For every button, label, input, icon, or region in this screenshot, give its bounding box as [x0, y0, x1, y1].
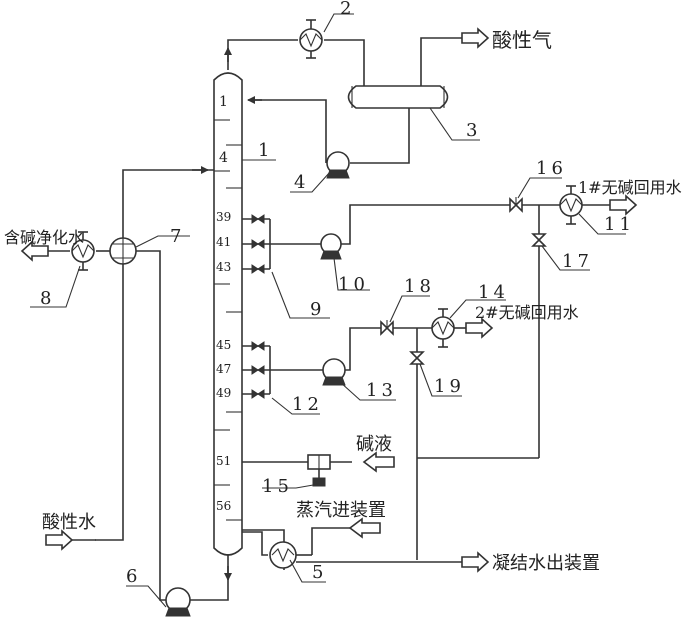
tray-labels: 1 4 39 41 43 45 47 49 51 56	[216, 94, 231, 513]
equipment-number-1: 1	[258, 140, 269, 161]
equipment-number-18: 18	[404, 276, 435, 297]
alkali-mixer-15	[307, 454, 331, 487]
equipment-number-3: 3	[466, 120, 477, 141]
side-draw-1-valves	[242, 214, 321, 274]
side-draw-1-lines	[341, 204, 610, 459]
tray-label-56: 56	[216, 499, 231, 513]
side-pump-10	[320, 233, 342, 260]
equipment-number-labels: 1 2 3 4 5 6 7 8 9 10 11 12 13 14 15 16 1…	[40, 0, 635, 587]
valve-18	[380, 320, 394, 336]
equipment-number-9: 9	[310, 299, 321, 320]
steam-in-label: 蒸汽进装置	[296, 500, 386, 521]
equipment-number-6: 6	[126, 566, 137, 587]
tray-label-4: 4	[219, 150, 228, 166]
cooler-14	[431, 308, 455, 348]
equipment-number-7: 7	[170, 226, 181, 247]
alkali-liquor-label: 碱液	[356, 434, 392, 455]
tray-label-45: 45	[216, 338, 231, 352]
tray-label-49: 49	[216, 386, 231, 400]
recycle-water-1-arrow	[609, 194, 638, 216]
reflux-pump-4	[326, 151, 350, 179]
condensate-out-arrow	[461, 551, 490, 573]
equipment-number-16: 16	[536, 158, 567, 179]
valve-16	[509, 197, 523, 213]
alkali-in-arrow	[362, 451, 395, 473]
equipment-number-12: 12	[292, 394, 323, 415]
condenser-2	[299, 19, 323, 59]
acid-gas-label: 酸性气	[492, 28, 552, 52]
equipment-number-5: 5	[312, 562, 323, 583]
side-draw-2-valves	[242, 341, 323, 399]
acid-water-in-arrow	[45, 529, 96, 551]
cooler-11	[559, 185, 583, 225]
tray-label-43: 43	[216, 260, 231, 274]
equipment-number-10: 10	[338, 274, 369, 295]
stripping-tower	[213, 72, 243, 556]
equipment-number-4: 4	[294, 172, 305, 193]
condensate-out-label: 凝结水出装置	[492, 553, 600, 574]
side-draw-2-lines	[345, 327, 466, 560]
tray-label-47: 47	[216, 362, 231, 376]
steam-in-arrow	[348, 517, 381, 539]
feed-lines	[48, 166, 232, 601]
side-pump-13	[322, 358, 346, 386]
reflux-drum-3	[347, 85, 449, 109]
leader-lines	[30, 13, 626, 608]
equipment-number-2: 2	[340, 0, 351, 19]
feed-exchanger-7	[109, 237, 137, 265]
tray-label-51: 51	[216, 454, 231, 468]
cooler-8	[71, 231, 95, 271]
overhead-lines	[224, 37, 470, 164]
acid-water-label: 酸性水	[42, 512, 96, 533]
equipment-number-19: 19	[434, 376, 465, 397]
acid-gas-arrow	[461, 27, 490, 49]
reboiler-5	[269, 541, 297, 569]
tray-label-1: 1	[219, 94, 228, 110]
valve-17	[531, 233, 547, 247]
feed-pump-6	[165, 587, 191, 617]
caustic-purified-water-label: 含碱净化水	[4, 228, 84, 247]
equipment-number-15: 15	[262, 476, 293, 497]
purified-water-out-arrow	[20, 240, 49, 262]
recycle-water-1-label: 1#无碱回用水	[578, 178, 682, 197]
recycle-water-2-arrow	[465, 317, 494, 339]
tray-label-41: 41	[216, 235, 231, 249]
equipment-number-14: 14	[478, 282, 509, 303]
equipment-number-17: 17	[562, 251, 593, 272]
recycle-water-2-label: 2#无碱回用水	[475, 303, 579, 322]
equipment-number-8: 8	[40, 288, 51, 309]
equipment-number-11: 11	[604, 214, 635, 235]
equipment-number-13: 13	[366, 380, 397, 401]
valve-19	[409, 351, 425, 365]
tray-label-39: 39	[216, 210, 231, 224]
